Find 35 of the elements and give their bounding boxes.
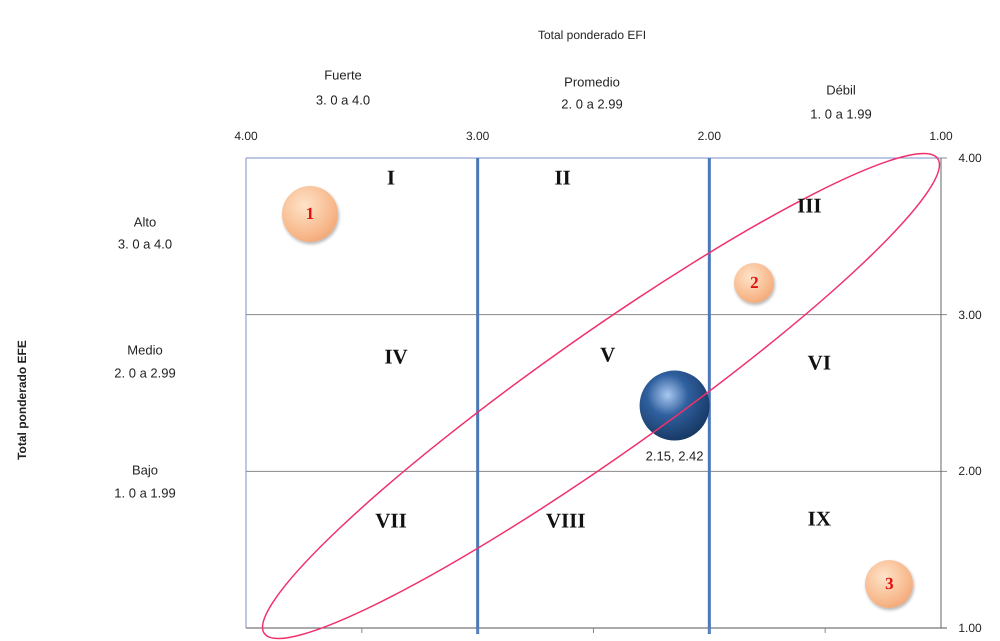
roman-numeral: IV: [384, 344, 408, 370]
y-tick-label: 4.00: [958, 151, 982, 165]
roman-numeral: VI: [808, 350, 831, 376]
row-header: Bajo: [132, 462, 158, 478]
axis-title: Total ponderado EFE: [15, 340, 29, 460]
roman-numeral: V: [600, 342, 616, 368]
row-header: 2. 0 a 2.99: [114, 366, 176, 380]
y-tick-label: 2.00: [958, 464, 982, 478]
y-tick-label: 3.00: [958, 308, 982, 322]
data-label: 2.15, 2.42: [646, 448, 704, 464]
roman-numeral: II: [554, 166, 571, 190]
x-tick-label: 1.00: [929, 129, 953, 143]
numbered-circle: 3: [865, 560, 914, 608]
column-header: Promedio: [564, 74, 620, 90]
column-header: 1. 0 a 1.99: [810, 106, 872, 122]
column-header: 2. 0 a 2.99: [561, 96, 623, 112]
row-header: 3. 0 a 4.0: [118, 236, 172, 252]
row-header: Alto: [134, 214, 156, 230]
axis-title: Total ponderado EFI: [538, 28, 646, 42]
x-tick-label: 2.00: [698, 129, 721, 143]
row-header: Medio: [127, 342, 163, 358]
x-tick-label: 3.00: [466, 129, 490, 143]
numbered-circle: 2: [734, 263, 774, 303]
roman-numeral: I: [386, 166, 396, 190]
column-header: Fuerte: [324, 68, 362, 82]
roman-numeral: III: [797, 194, 822, 218]
roman-numeral: VII: [375, 508, 407, 534]
x-tick-label: 4.00: [234, 129, 258, 143]
y-tick-label: 1.00: [958, 621, 982, 635]
numbered-circle: 1: [282, 186, 338, 242]
column-header: 3. 0 a 4.0: [316, 92, 370, 108]
roman-numeral: VIII: [546, 508, 586, 534]
roman-numeral: IX: [808, 506, 831, 532]
row-header: 1. 0 a 1.99: [114, 486, 176, 500]
column-header: Débil: [826, 82, 856, 98]
